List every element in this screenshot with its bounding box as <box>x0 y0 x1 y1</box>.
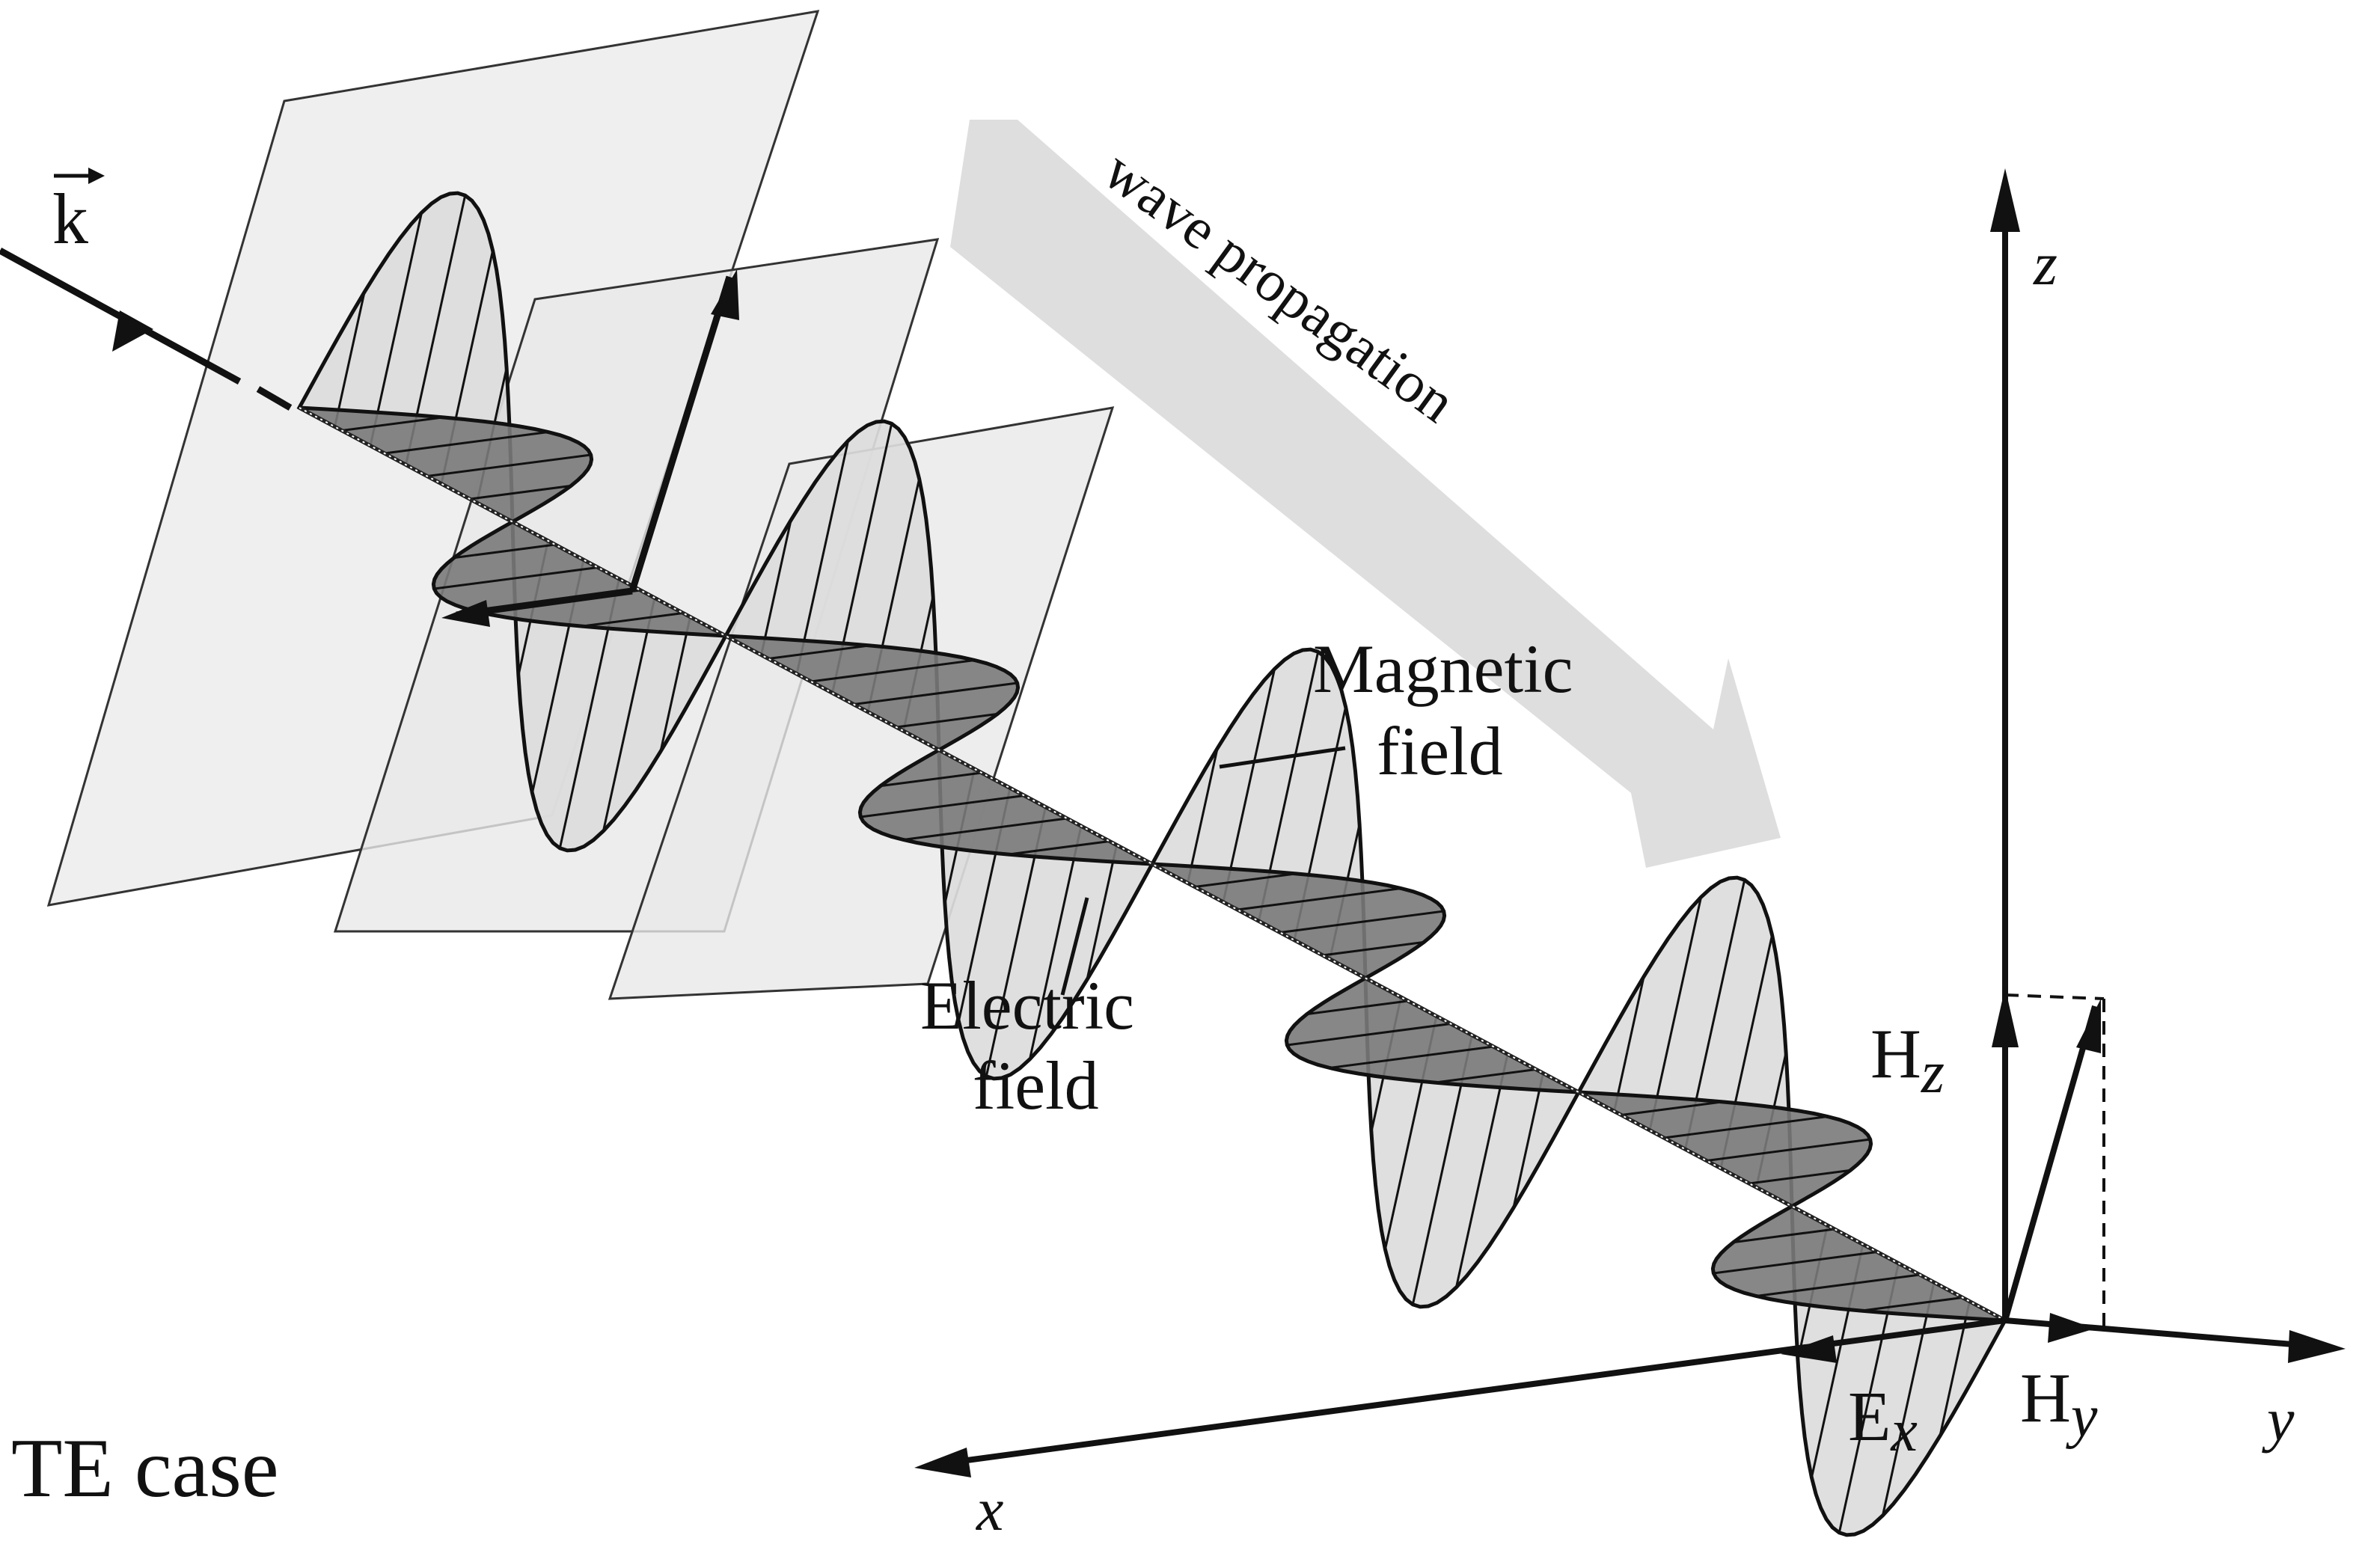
magnetic-field-hatch <box>1454 1053 1509 1288</box>
electric-field-hatch <box>1306 999 1409 1016</box>
magnetic-field-hatch <box>1881 1281 1936 1516</box>
ex-label: Ex <box>1848 1378 1918 1464</box>
magnetic-field-hatch <box>1222 668 1276 903</box>
h-vector-first-plane <box>628 275 733 592</box>
electric-field-hatch <box>1733 1228 1835 1244</box>
ex-arrowhead <box>1781 1335 1837 1363</box>
propagation-arrow-shape <box>950 120 1781 868</box>
magnetic-field-hatch <box>602 597 656 832</box>
magnetic-label-line1: Magnetic <box>1313 631 1573 707</box>
field-labels: Magnetic field Electric field <box>920 631 1573 1124</box>
magnetic-field-hatch <box>1028 825 1083 1060</box>
electric-field-hatch <box>1287 1023 1451 1047</box>
electric-field-hatch <box>426 453 591 477</box>
electric-field-hatch <box>860 794 1025 818</box>
magnetic-field-hatch <box>1187 748 1219 883</box>
magnetic-field-hatch <box>760 520 792 655</box>
magnetic-field-hatch <box>1086 845 1118 980</box>
electric-field-hatch <box>853 682 1018 705</box>
y-axis-arrowhead <box>2288 1330 2346 1363</box>
hz-arrowhead <box>1992 987 2019 1047</box>
magnetic-field-hatch <box>369 212 423 447</box>
electric-field-hatch <box>1621 1100 1723 1116</box>
z-axis-arrowhead <box>1990 168 2020 232</box>
electric-field-hatch <box>1322 940 1425 957</box>
electric-field-hatch <box>896 712 998 729</box>
electric-field-hatch <box>1756 1273 1921 1297</box>
magnetic-field-hatch <box>795 440 850 675</box>
electric-field-hatch <box>341 416 444 432</box>
k-vector-overarrow-head <box>88 168 105 184</box>
hy-label: Hy <box>2020 1359 2098 1450</box>
electric-field-hatch <box>903 817 1068 841</box>
electric-field-hatch <box>1330 1045 1494 1069</box>
k-vector-dash <box>256 386 293 411</box>
electric-field-hatch <box>880 771 982 788</box>
h-vector-first-plane-arrowhead <box>711 269 739 320</box>
electric-label-line1: Electric <box>920 967 1134 1044</box>
electric-field-hatch <box>469 484 572 500</box>
electric-field-hatch <box>1434 1068 1537 1084</box>
electric-field-hatch <box>1194 872 1297 888</box>
hz-label: Hz <box>1870 1015 1945 1106</box>
electric-field-hatch <box>768 644 870 660</box>
electric-field-hatch <box>384 431 548 455</box>
magnetic-field-hatch <box>659 616 691 752</box>
electric-field-lobe <box>1710 1204 2007 1323</box>
coordinate-axes: z y x Hz Hy Ex <box>914 168 2346 1543</box>
magnetic-leader-line <box>1219 746 1346 769</box>
electric-field-hatch <box>581 612 684 628</box>
z-axis-label: z <box>2033 230 2057 298</box>
hz-projection-dash <box>2004 993 2105 1000</box>
electric-field-hatch <box>434 566 599 590</box>
magnetic-field-hatch <box>1512 1073 1544 1208</box>
electric-field-hatch <box>810 659 975 683</box>
magnetic-field-hatch <box>1648 896 1703 1131</box>
electric-field-hatch <box>1663 1115 1828 1139</box>
magnetic-label-line2: field <box>1377 713 1503 789</box>
k-vector-label: k <box>52 179 88 259</box>
magnetic-field-hatch <box>1613 976 1645 1112</box>
electric-label-line2: field <box>973 1047 1099 1124</box>
wave-group <box>296 191 2008 1537</box>
k-vector-arrowhead <box>112 310 153 352</box>
electric-field-hatch <box>1008 840 1110 856</box>
h-resultant-arrowhead <box>2076 999 2101 1053</box>
propagation-axis-dots <box>299 407 2006 1321</box>
magnetic-field-hatch <box>334 292 366 427</box>
electric-field-hatch <box>1279 910 1444 934</box>
electric-field-hatch <box>1861 1296 1963 1312</box>
x-axis-label: x <box>976 1475 1003 1543</box>
k-vector: k <box>0 168 293 411</box>
electric-field-hatch <box>1748 1169 1851 1185</box>
e-vector-first-plane-arrowhead <box>441 600 490 627</box>
electric-field-lobe <box>1284 976 1580 1094</box>
h-resultant-vector <box>2002 1005 2098 1322</box>
electric-field-lobe <box>1151 862 1447 981</box>
hy-arrowhead <box>2048 1313 2095 1343</box>
x-axis-arrowhead <box>914 1448 971 1477</box>
electric-field-hatch <box>453 543 556 560</box>
electric-leader-line <box>1060 897 1089 996</box>
te-case-title: TE case <box>11 1422 279 1515</box>
y-axis-label: y <box>2262 1385 2295 1454</box>
electric-field-hatch <box>1237 887 1401 911</box>
electric-field-hatch <box>1713 1251 1878 1275</box>
electric-field-lobe <box>1577 1090 1873 1209</box>
electric-field-hatch <box>1706 1138 1870 1162</box>
